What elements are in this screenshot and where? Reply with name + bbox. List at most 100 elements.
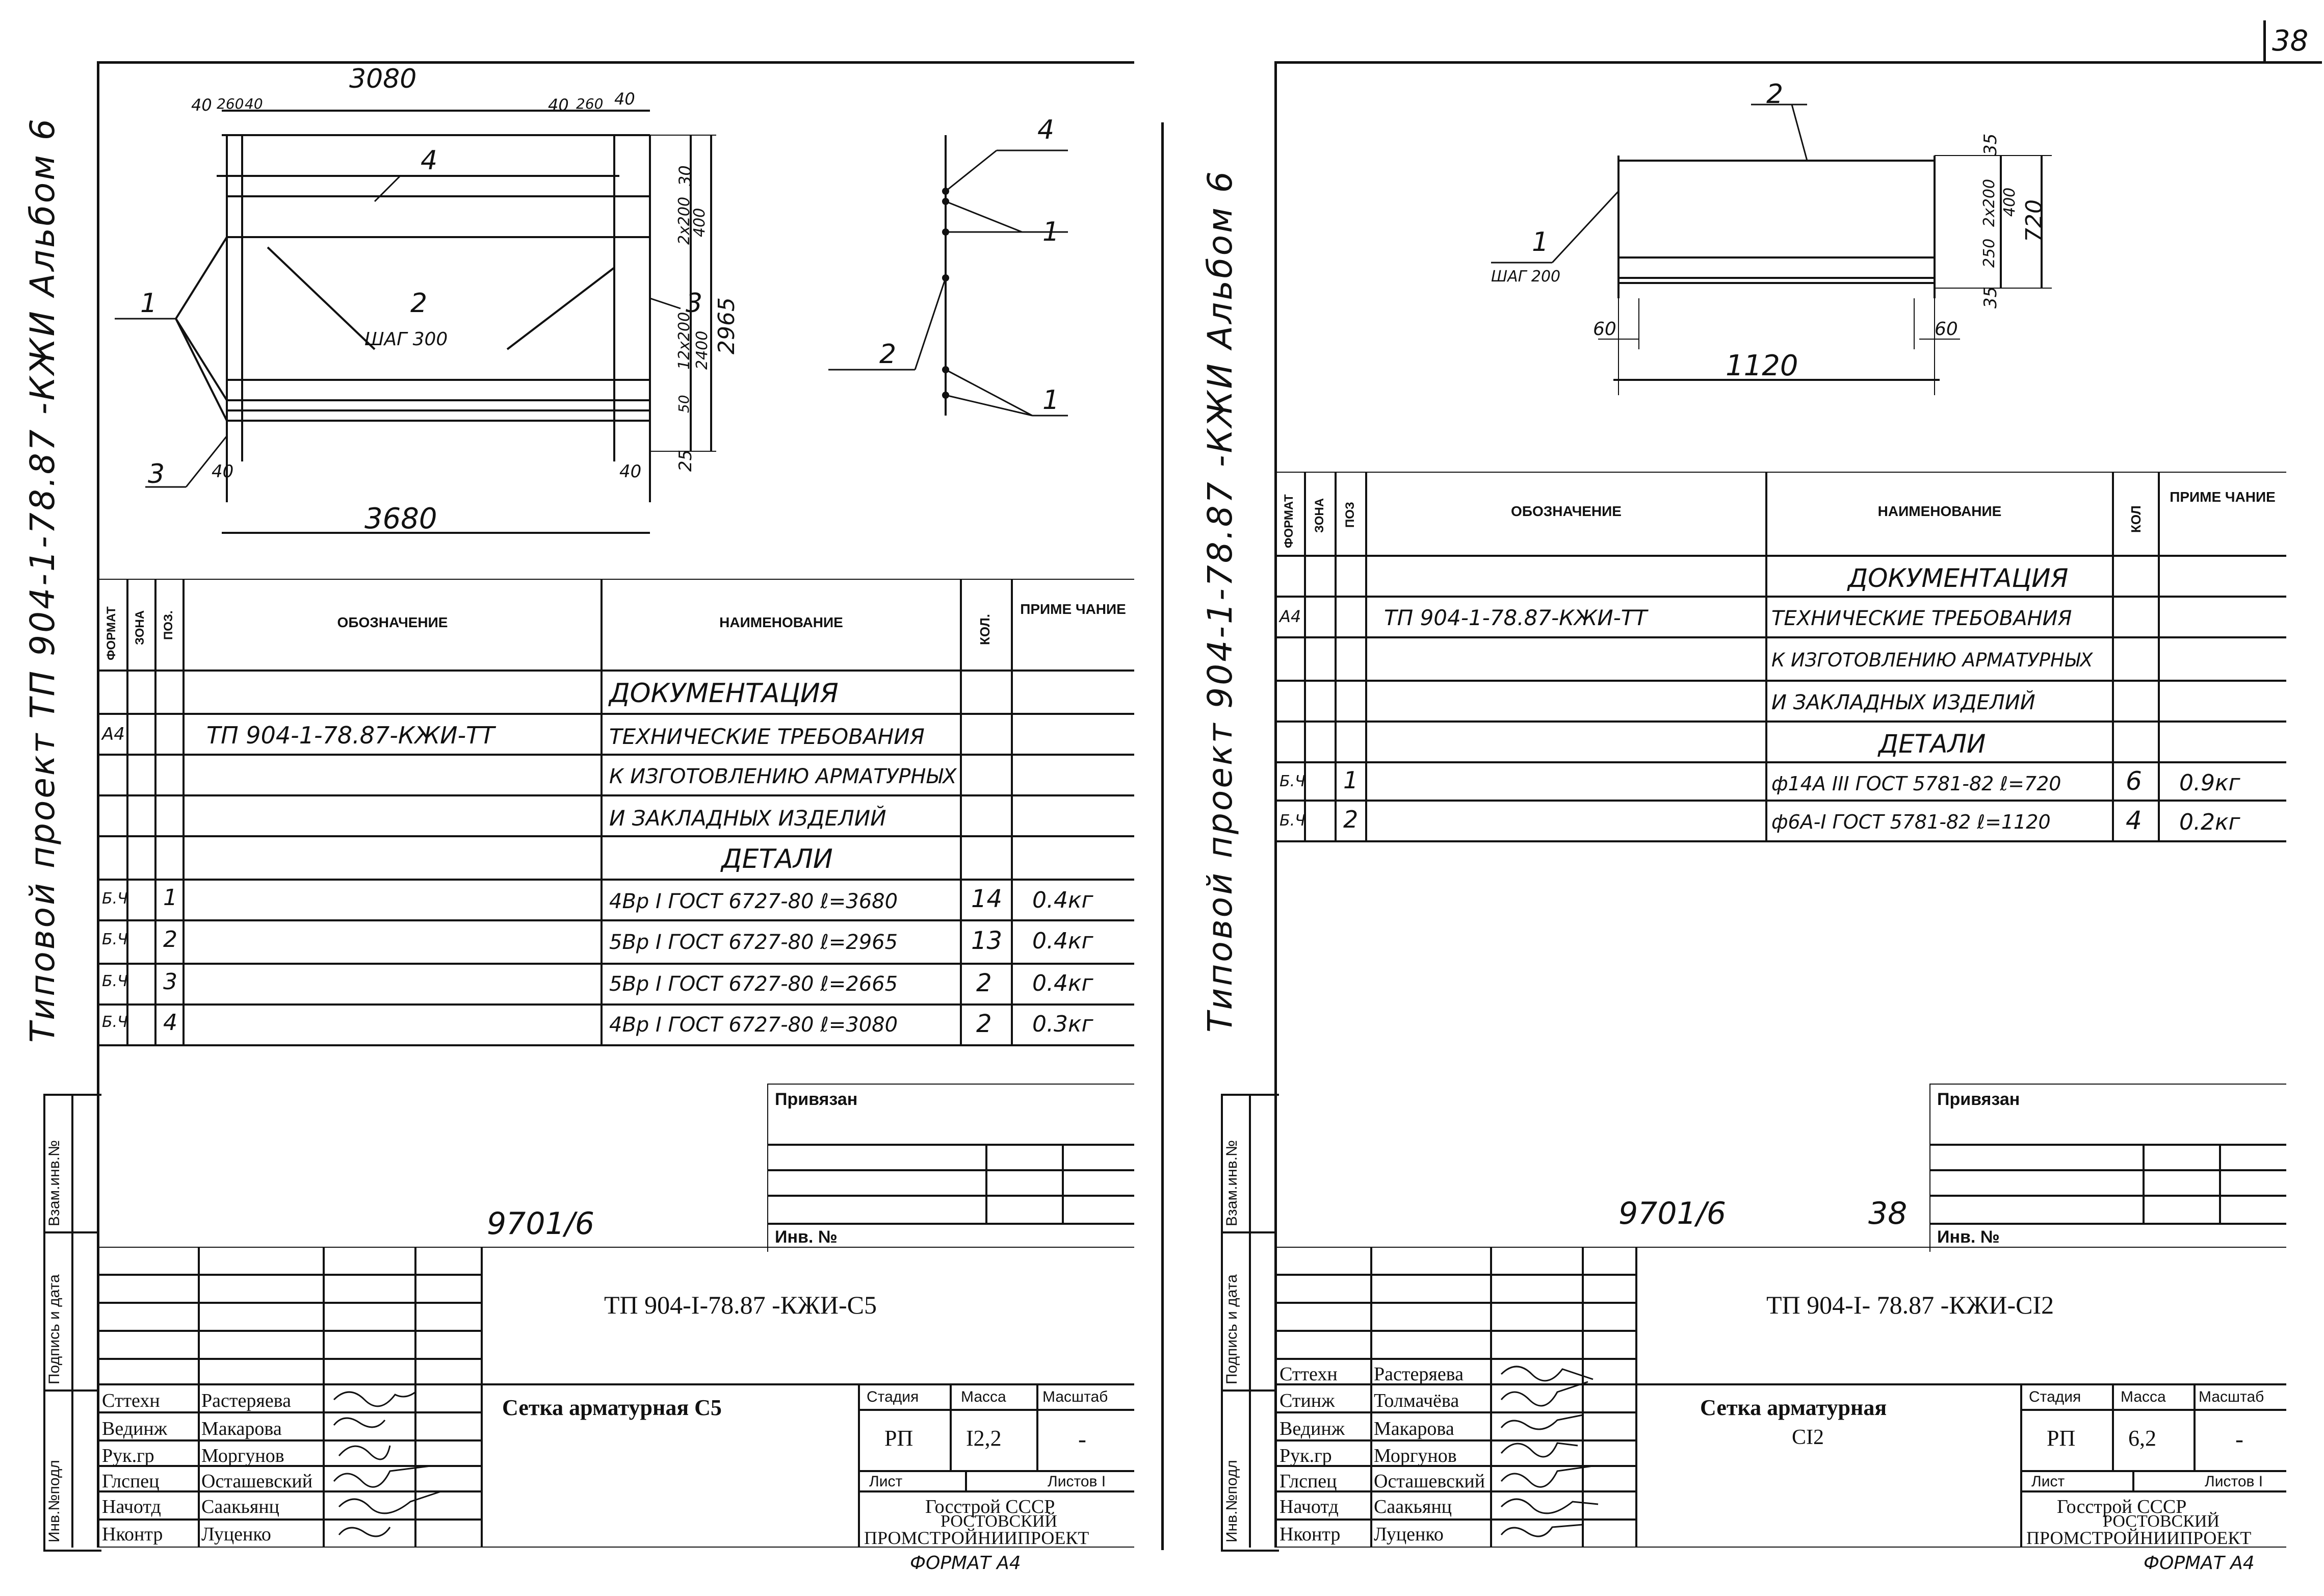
mass-label: Масса xyxy=(2121,1388,2166,1405)
step-label: ШАГ 200 xyxy=(1491,268,1561,286)
dim-right: 250 xyxy=(1980,238,1998,268)
signatures-right xyxy=(1500,1366,1599,1537)
sheets-label: Листов I xyxy=(1048,1473,1106,1490)
callout-label: 1 xyxy=(140,288,158,319)
spec-pos-cell: 2 xyxy=(1343,806,1359,833)
spec-name-cell: ДОКУМЕНТАЦИЯ xyxy=(1848,563,2069,593)
dim-right: 2965 xyxy=(714,297,740,354)
dim-bottom-part: 60 xyxy=(1935,319,1958,340)
col-header-qty: КОЛ. xyxy=(977,614,993,645)
sheet-label: Лист xyxy=(2031,1473,2065,1490)
person-name: Моргунов xyxy=(201,1445,284,1466)
col-header-pos: ПОЗ xyxy=(1343,502,1357,528)
spec-qty-cell: 2 xyxy=(976,1010,992,1038)
inv-no-label: Инв. № xyxy=(1937,1227,2000,1247)
spec-format-cell: Б.Ч xyxy=(1279,773,1305,790)
drawing-sheet-left: Типовой проект ТП 904-1-78.87 -КЖИ Альбо… xyxy=(23,61,1134,1574)
stage-label: Стадия xyxy=(867,1388,919,1405)
dim-top-total: 3080 xyxy=(349,64,417,94)
person-name: Макарова xyxy=(1374,1418,1454,1439)
doc-code: ТП 904-I-78.87 -КЖИ-С5 xyxy=(604,1291,877,1319)
callout-label: 3 xyxy=(686,288,703,319)
scale-value: - xyxy=(1078,1426,1086,1453)
spec-table-grid xyxy=(99,579,1134,1046)
person-name: Луценко xyxy=(201,1524,271,1545)
dim-top-part: 40 xyxy=(548,95,569,115)
inv-no-label: Инв. № xyxy=(775,1227,838,1247)
archive-number: 9701/6 xyxy=(487,1206,595,1242)
spec-name-cell: К ИЗГОТОВЛЕНИЮ АРМАТУРНЫХ xyxy=(609,765,957,788)
callout-label: 2 xyxy=(1766,79,1784,110)
sheets-label: Листов I xyxy=(2205,1473,2263,1490)
callout-label: 4 xyxy=(1037,115,1055,145)
privyazan-box: Привязан Инв. № xyxy=(767,1084,1134,1252)
spec-name-cell: ТЕХНИЧЕСКИЕ ТРЕБОВАНИЯ xyxy=(1771,607,2072,630)
col-header-zone: ЗОНА xyxy=(133,610,147,645)
spec-name-cell: ДЕТАЛИ xyxy=(721,844,833,874)
spec-name-cell: 5Вр I ГОСТ 6727-80 ℓ=2965 xyxy=(609,931,898,954)
person-role: Рук.гр xyxy=(1279,1445,1332,1466)
spec-table-right: ФОРМАТ ЗОНА ПОЗ ОБОЗНАЧЕНИЕ НАИМЕНОВАНИЕ… xyxy=(1277,472,2286,864)
privyazan-box: Привязан Инв. № xyxy=(1929,1084,2286,1252)
person-role: Начотд xyxy=(1279,1496,1339,1517)
spec-name-cell: 5Вр I ГОСТ 6727-80 ℓ=2665 xyxy=(609,972,898,996)
scale-value: - xyxy=(2235,1426,2243,1453)
spec-table-grid xyxy=(1277,472,2286,842)
callout-label: 1 xyxy=(1532,227,1549,258)
title-block-left: ТП 904-I-78.87 -КЖИ-С5 Сетка арматурная … xyxy=(99,1247,1134,1548)
dim-right: 2400 xyxy=(693,330,711,370)
mesh-drawing-c12 xyxy=(1491,104,2052,395)
album-title-left: Типовой проект ТП 904-1-78.87 -КЖИ Альбо… xyxy=(23,117,62,1043)
dim-right: 50 xyxy=(675,395,692,413)
col-header-format: ФОРМАТ xyxy=(105,606,118,660)
spec-table-left: ФОРМАТ ЗОНА ПОЗ. ОБОЗНАЧЕНИЕ НАИМЕНОВАНИ… xyxy=(99,579,1134,1048)
album-title-right: Типовой проект 904-1-78.87 -КЖИ Альбом 6 xyxy=(1200,169,1240,1033)
spec-note-cell: 0.4кг xyxy=(1032,970,1093,996)
person-name: Растеряева xyxy=(1374,1363,1464,1385)
dim-right: 35 xyxy=(1980,133,2001,156)
callout-label: 2 xyxy=(879,339,897,370)
page-number: 38 xyxy=(2272,24,2309,58)
spec-name-cell: К ИЗГОТОВЛЕНИЮ АРМАТУРНЫХ xyxy=(1771,649,2093,671)
callout-label: 1 xyxy=(1042,385,1060,416)
stamp-title: Сетка арматурная xyxy=(1700,1395,1887,1420)
spec-code-cell: ТП 904-1-78.87-КЖИ-ТТ xyxy=(206,722,495,749)
dim-right: 25 xyxy=(675,449,696,472)
spec-code-cell: ТП 904-1-78.87-КЖИ-ТТ xyxy=(1384,605,1648,630)
person-role: Вединж xyxy=(102,1418,167,1439)
spec-format-cell: Б.Ч xyxy=(102,890,128,908)
org-line: ПРОМСТРОЙНИИПРОЕКТ xyxy=(864,1528,1089,1548)
dim-bottom-part: 60 xyxy=(1593,319,1616,340)
scale-label: Масштаб xyxy=(2199,1388,2264,1405)
mesh-drawing-c5 xyxy=(115,110,1068,534)
org-line: Госстрой СССР xyxy=(2057,1496,2187,1517)
callout-label: 1 xyxy=(1042,217,1060,247)
dim-right: 400 xyxy=(2001,187,2019,217)
spec-note-cell: 0.9кг xyxy=(2179,770,2240,796)
dim-bottom-total: 1120 xyxy=(1726,349,1798,382)
dim-right: 720 xyxy=(2021,199,2047,242)
dim-bottom-part: 40 xyxy=(212,461,234,482)
spec-pos-cell: 1 xyxy=(163,885,177,911)
mass-label: Масса xyxy=(961,1388,1006,1405)
dim-bottom-part: 40 xyxy=(619,461,642,482)
col-header-pos: ПОЗ. xyxy=(162,610,175,640)
person-role: Глспец xyxy=(1279,1471,1337,1492)
privyazan-label: Привязан xyxy=(1937,1090,2020,1109)
side-label-vzam: Взам.инв.№ xyxy=(46,1140,63,1226)
spec-format-cell: Б.Ч xyxy=(102,972,128,990)
spec-pos-cell: 3 xyxy=(163,969,177,995)
spec-name-cell: ф14А III ГОСТ 5781-82 ℓ=720 xyxy=(1771,773,2061,795)
col-header-name: НАИМЕНОВАНИЕ xyxy=(1877,503,2002,519)
dim-right: 2x200 xyxy=(1980,178,1998,227)
spec-format-cell: А4 xyxy=(102,724,125,744)
spec-name-cell: И ЗАКЛАДНЫХ ИЗДЕЛИЙ xyxy=(609,806,886,831)
col-header-note: ПРИМЕ ЧАНИЕ xyxy=(1020,601,1126,617)
person-name: Макарова xyxy=(201,1418,282,1439)
doc-code: ТП 904-I- 78.87 -КЖИ-СI2 xyxy=(1766,1291,2054,1319)
person-role: Глспец xyxy=(102,1471,160,1492)
callout-label: 3 xyxy=(148,459,165,490)
spec-name-cell: 4Вр I ГОСТ 6727-80 ℓ=3080 xyxy=(609,1013,898,1037)
org-line: РОСТОВСКИЙ xyxy=(2103,1512,2219,1531)
spec-pos-cell: 1 xyxy=(1343,766,1359,794)
